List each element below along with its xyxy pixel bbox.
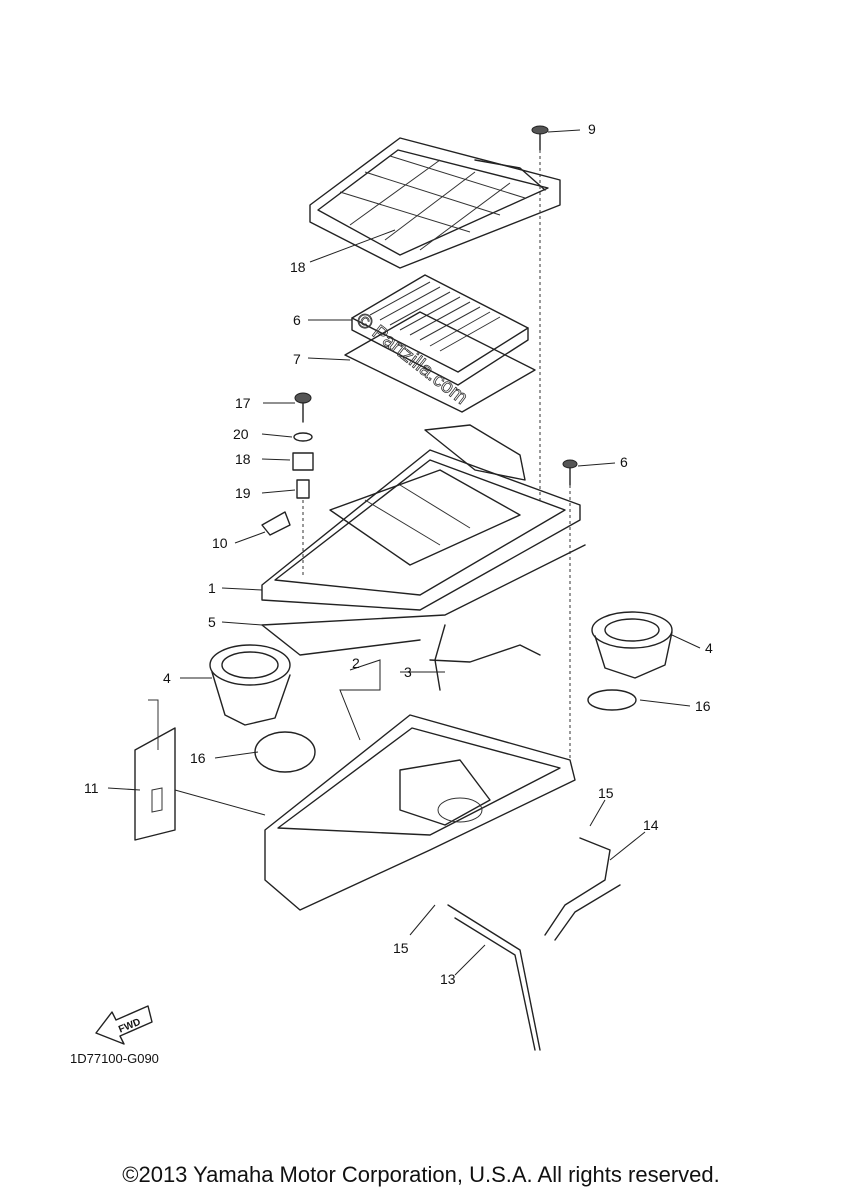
callout-13: 13 [440, 971, 456, 987]
part-bracket-11 [261, 511, 291, 536]
callout-15-left: 15 [393, 940, 409, 956]
part-filter-seal [344, 311, 536, 413]
callout-5: 5 [208, 614, 216, 630]
callout-19: 19 [235, 485, 251, 501]
callout-3: 3 [404, 664, 412, 680]
part-grommet-18 [292, 452, 314, 471]
part-screw-10 [531, 125, 549, 151]
copyright-notice: ©2013 Yamaha Motor Corporation, U.S.A. A… [122, 1162, 720, 1187]
callout-2: 2 [352, 655, 360, 671]
callout-12: 11 [84, 780, 99, 796]
callout-1: 1 [208, 580, 216, 596]
part-hose-13 [447, 837, 621, 1051]
callout-20: 20 [233, 426, 249, 442]
callout-9: 18 [290, 259, 306, 275]
part-washer-20 [293, 432, 313, 442]
callout-16-left: 16 [190, 750, 206, 766]
part-upper-case [261, 424, 581, 611]
part-breather-pipe [429, 624, 541, 691]
part-screw-6 [562, 459, 578, 486]
fwd-arrow: FWD [95, 1005, 153, 1045]
part-case-seal [261, 544, 586, 656]
part-collar-19 [296, 479, 310, 499]
callout-14: 14 [643, 817, 659, 833]
callout-6: 6 [620, 454, 628, 470]
part-code: 1D77100-G090 [70, 1051, 159, 1066]
part-clamp-right [587, 689, 637, 711]
part-cover [309, 137, 561, 269]
part-clamp-left [254, 731, 316, 773]
callout-17: 17 [235, 395, 251, 411]
part-bolt-17 [294, 392, 312, 423]
callout-11: 10 [212, 535, 228, 551]
part-lower-case [264, 714, 576, 911]
part-air-filter [351, 274, 529, 386]
part-label [134, 727, 176, 841]
callout-10: 9 [588, 121, 596, 137]
part-intake-joint-left [209, 644, 291, 726]
callout-15-right: 15 [598, 785, 614, 801]
callout-18: 18 [235, 451, 251, 467]
callout-16-right: 16 [695, 698, 711, 714]
callout-7: 6 [293, 312, 301, 328]
fwd-label: FWD [117, 1017, 142, 1036]
callout-4-right: 4 [705, 640, 713, 656]
part-intake-joint-right [591, 611, 673, 679]
leader-lines [107, 129, 701, 976]
callout-8: 7 [293, 351, 301, 367]
callout-4-left: 4 [163, 670, 171, 686]
